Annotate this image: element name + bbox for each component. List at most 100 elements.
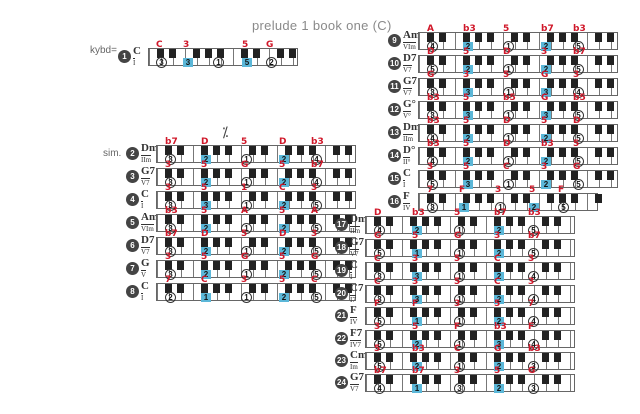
finger-number: 1 [459,203,469,212]
finger-number: 2 [266,57,277,68]
interval-label: 5 [463,139,470,149]
black-key [511,148,518,157]
interval-label: b3 [427,139,440,149]
finger-number: 3 [427,87,438,98]
black-key [487,33,494,42]
interval-label: A [311,206,318,216]
black-key [410,308,417,317]
black-key [193,49,200,58]
chord-name: C [350,259,358,271]
finger-number: 5 [311,292,322,303]
finger-number: 2 [279,201,289,210]
finger-number: 2 [463,134,473,143]
black-key [506,331,513,340]
finger-number: 1 [213,57,224,68]
black-key [547,171,554,180]
black-key [427,194,434,203]
interval-label: D [374,208,382,218]
black-key [422,286,429,295]
black-key [434,217,441,226]
black-key [595,56,602,65]
black-key [309,215,316,224]
black-key [547,148,554,157]
black-key [487,148,494,157]
chord-name: C [141,188,149,200]
finger-number: 1 [454,225,465,236]
black-key [297,146,304,155]
interval-label: F [528,322,535,332]
interval-label: b3 [427,93,440,103]
black-key [285,215,292,224]
finger-number: 2 [541,180,551,189]
chord-name: C [133,45,141,57]
black-key [309,192,316,201]
finger-number: 3 [494,340,504,349]
roman-numeral: II° [403,157,411,166]
black-key [559,33,566,42]
black-key [261,146,268,155]
measure-number: 6 [126,239,139,252]
chord-name: G [141,257,150,269]
black-key [470,263,477,272]
black-key [554,331,561,340]
black-key [277,49,284,58]
interval-label: 5 [503,70,510,80]
interval-label: 3 [454,299,461,309]
interval-label: C [494,254,501,264]
roman-numeral: IV [350,317,358,326]
black-key [571,102,578,111]
finger-number: 1 [241,269,252,280]
black-key [511,56,518,65]
black-key [386,331,393,340]
interval-label: b7 [528,231,541,241]
black-key [607,56,614,65]
interval-label: 7 [165,275,172,285]
black-key [475,171,482,180]
black-key [487,79,494,88]
roman-numeral: I7 [350,295,356,304]
chord-name: D° [403,144,416,156]
black-key [201,284,208,293]
interval-label: C [201,275,208,285]
black-key [554,240,561,249]
measure-number: 3 [126,170,139,183]
black-key [285,261,292,270]
measure-number: 10 [388,57,401,70]
interval-label: b3 [412,344,425,354]
black-key [559,194,566,203]
black-key [595,33,602,42]
finger-number: 2 [201,270,211,279]
black-key [542,331,549,340]
black-key [439,102,446,111]
interval-label: b3 [412,208,425,218]
finger-number: 2 [494,384,504,393]
interval-label: 3 [541,162,548,172]
chord-name: F7 [350,327,363,339]
black-key [434,375,441,384]
finger-number: 3 [165,223,176,234]
interval-label: 3 [528,254,535,264]
black-key [285,192,292,201]
finger-number: 4 [427,41,438,52]
interval-label: 5 [463,47,470,57]
interval-label: 5 [454,208,461,218]
finger-number: 5 [573,41,584,52]
roman-numeral: I [403,180,406,189]
finger-number: 1 [412,384,422,393]
black-key [249,284,256,293]
black-key [475,194,482,203]
finger-number: 3 [165,200,176,211]
black-key [386,286,393,295]
black-key [470,240,477,249]
interval-label: C [374,277,381,287]
finger-number: 5 [528,225,539,236]
measure-number: 24 [335,376,348,389]
black-key [547,33,554,42]
finger-number: 2 [279,224,289,233]
